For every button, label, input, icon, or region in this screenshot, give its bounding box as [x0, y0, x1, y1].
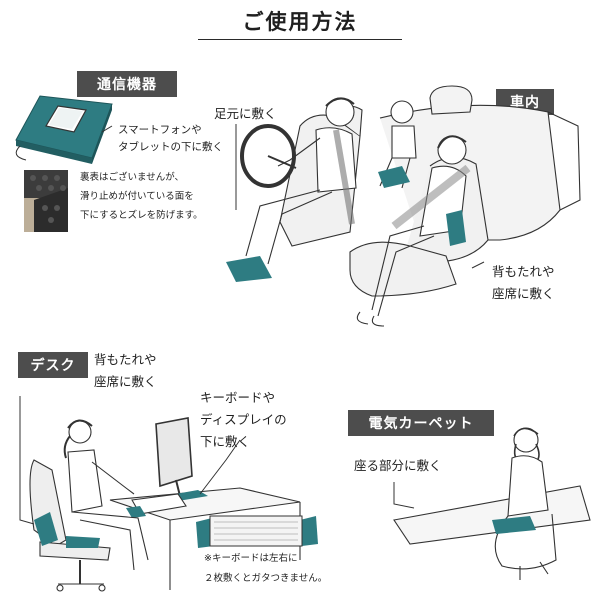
car-foot-mat — [226, 256, 272, 282]
desk-keyboard-caption-line3: 下に敷く — [200, 434, 251, 449]
carpet-illustration — [393, 427, 591, 580]
phone-mat-illustration — [15, 95, 113, 164]
tag-desk: デスク — [18, 352, 88, 378]
desk-keyboard-note-line1: ※キーボードは左右に — [204, 553, 298, 564]
carpet-mat — [492, 516, 536, 534]
car-back-caption-line2: 座席に敷く — [492, 286, 555, 301]
devices-caption-line2: タブレットの下に敷く — [118, 141, 223, 153]
desk-back-mat — [34, 512, 58, 546]
keyboard-two-mats — [196, 515, 318, 548]
desk-seat-mat — [66, 536, 100, 548]
devices-note-line1: 裏表はございませんが、 — [80, 172, 185, 183]
desk-keyboard-caption-line2: ディスプレイの — [200, 412, 287, 427]
desk-illustration — [29, 417, 301, 592]
desk-keyboard-note-line2: ２枚敷くとガタつきません。 — [204, 573, 328, 584]
desk-keyboard-caption-line1: キーボードや — [200, 390, 276, 405]
devices-caption-line1: スマートフォンや — [118, 124, 202, 136]
desk-back-caption-line2: 座席に敷く — [94, 374, 157, 389]
desk-back-caption-line1: 背もたれや — [94, 352, 157, 367]
devices-note-line2: 滑り止めが付いている面を — [80, 191, 194, 202]
tag-electric-carpet: 電気カーペット — [348, 410, 494, 436]
tag-devices: 通信機器 — [77, 71, 177, 97]
devices-note-line3: 下にするとズレを防げます。 — [80, 210, 203, 221]
car-interior-illustration — [240, 85, 581, 327]
carpet-caption: 座る部分に敷く — [354, 458, 442, 473]
anti-slip-photo — [24, 170, 68, 232]
car-seat-mat — [446, 210, 466, 246]
car-back-caption-line1: 背もたれや — [492, 264, 555, 279]
car-foot-caption: 足元に敷く — [214, 106, 277, 121]
page-title: ご使用方法 — [242, 10, 358, 34]
title-underline — [198, 39, 402, 40]
